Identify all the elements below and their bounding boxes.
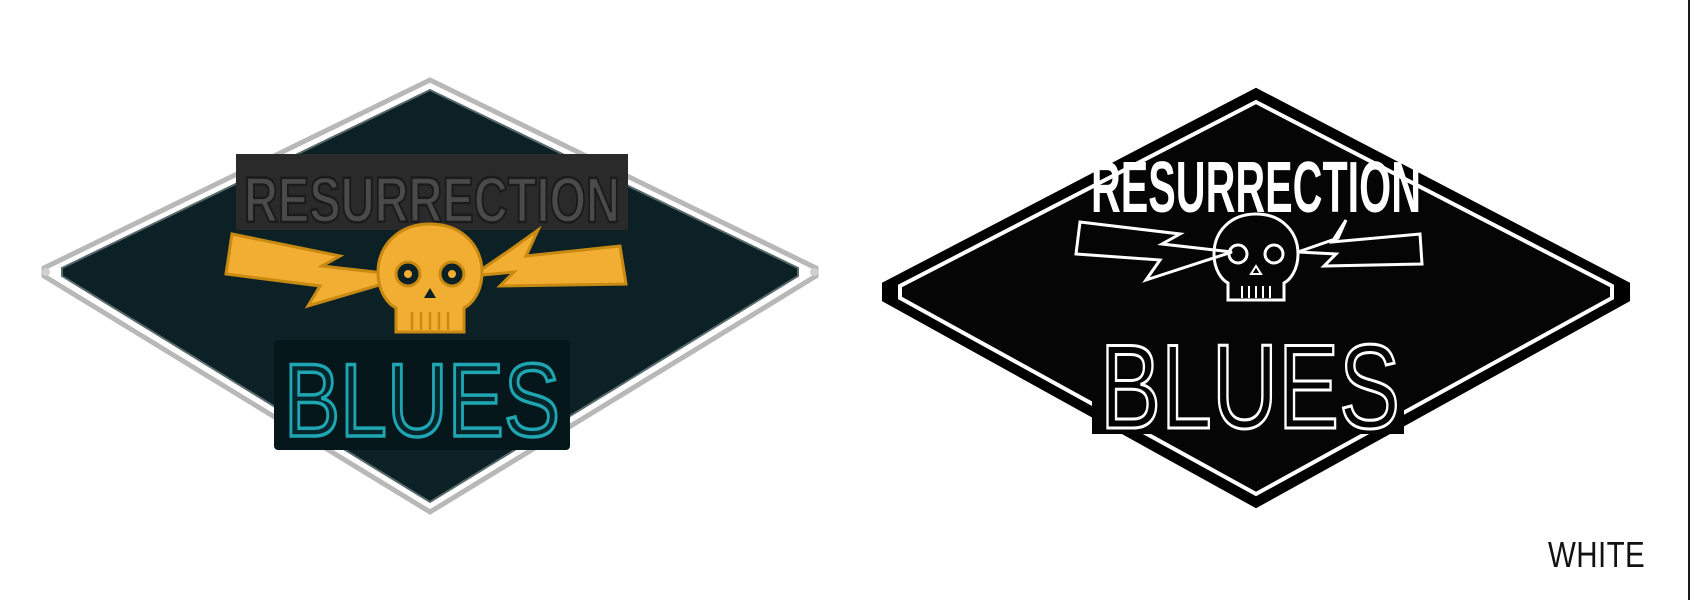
- top-word-backing: [236, 154, 628, 230]
- bolt-left: [42, 268, 50, 276]
- page-edge-rule: [1688, 0, 1690, 600]
- bottom-word: BLUES: [1100, 320, 1400, 454]
- logo-white-variant: RESURRECTION BLUES: [880, 87, 1632, 509]
- lightning-bolt-icon: [1297, 219, 1424, 268]
- lightning-bolt-icon: [471, 225, 628, 288]
- top-word: RESURRECTION: [1091, 148, 1421, 228]
- skull-icon: [376, 222, 484, 334]
- plate-frame: [41, 77, 819, 515]
- bolt-right: [810, 268, 818, 276]
- lightning-bolt-icon: [1074, 220, 1233, 283]
- logo-neon-variant: RESURRECTION BLUES: [40, 76, 820, 516]
- skull-icon: [1212, 212, 1300, 302]
- variant-label: WHITE: [1548, 534, 1646, 575]
- lightning-bolt-icon: [224, 232, 411, 309]
- bottom-word-backing: [274, 340, 570, 450]
- neon-sign-illustration: RESURRECTION BLUES: [41, 77, 819, 515]
- bottom-word: BLUES: [284, 343, 560, 459]
- white-line-illustration: RESURRECTION BLUES: [882, 87, 1630, 509]
- bottom-word-backing: [1092, 306, 1404, 434]
- top-word: RESURRECTION: [244, 164, 620, 236]
